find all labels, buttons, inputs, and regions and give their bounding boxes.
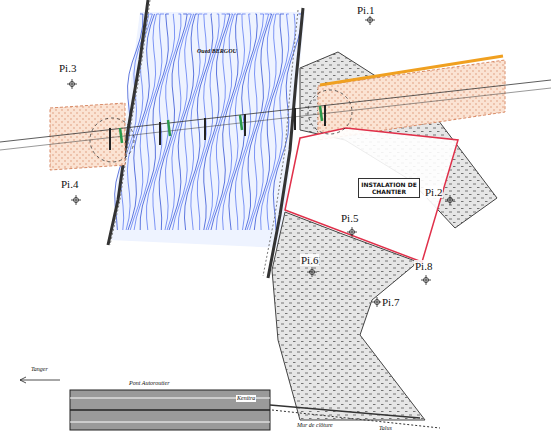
contour-line: [140, 14, 169, 230]
contour-line: [216, 14, 245, 230]
map-label: Talus: [378, 425, 393, 432]
survey-cross: [307, 267, 317, 277]
survey-point-label: Pi.5: [340, 212, 359, 224]
survey-point-label: Pi.1: [356, 4, 375, 16]
survey-point-label: Pi.4: [60, 178, 79, 190]
contour-line: [178, 14, 207, 230]
site-installation-box: INSTALATION DE CHANTIER: [358, 178, 420, 198]
survey-point-label: Pi.6: [300, 254, 319, 266]
survey-cross: [71, 195, 81, 205]
contour-line: [204, 14, 230, 230]
survey-point-label: Pi.7: [381, 296, 400, 308]
contour-line: [261, 14, 289, 230]
contour-line: [208, 14, 236, 230]
survey-cross: [365, 15, 375, 25]
contour-line: [147, 14, 175, 230]
contour-line: [169, 14, 198, 230]
map-label: Oued BERGOU: [196, 48, 238, 55]
survey-point-label: Pi.3: [58, 62, 77, 74]
survey-point-label: Pi.2: [424, 186, 443, 198]
contour-line: [242, 14, 269, 230]
map-label: Kenitra: [236, 395, 256, 402]
survey-cross: [421, 275, 431, 285]
survey-cross: [347, 227, 357, 237]
survey-cross: [67, 79, 77, 89]
map-label: Pont Autoroutier: [128, 380, 171, 387]
contour-line: [254, 14, 284, 230]
map-label: Mur de clôture: [296, 422, 334, 429]
contour-line: [206, 14, 233, 230]
survey-cross: [445, 195, 455, 205]
survey-point-label: Pi.8: [414, 260, 433, 272]
contour-line: [185, 14, 213, 230]
contour-line: [159, 14, 187, 230]
box-text: INSTALATION DE CHANTIER: [361, 181, 417, 195]
contour-line: [247, 14, 274, 230]
river-contours: [110, 12, 305, 248]
map-label: Tanger: [30, 366, 49, 373]
contour-line: [134, 14, 164, 230]
contour-line: [223, 14, 251, 230]
